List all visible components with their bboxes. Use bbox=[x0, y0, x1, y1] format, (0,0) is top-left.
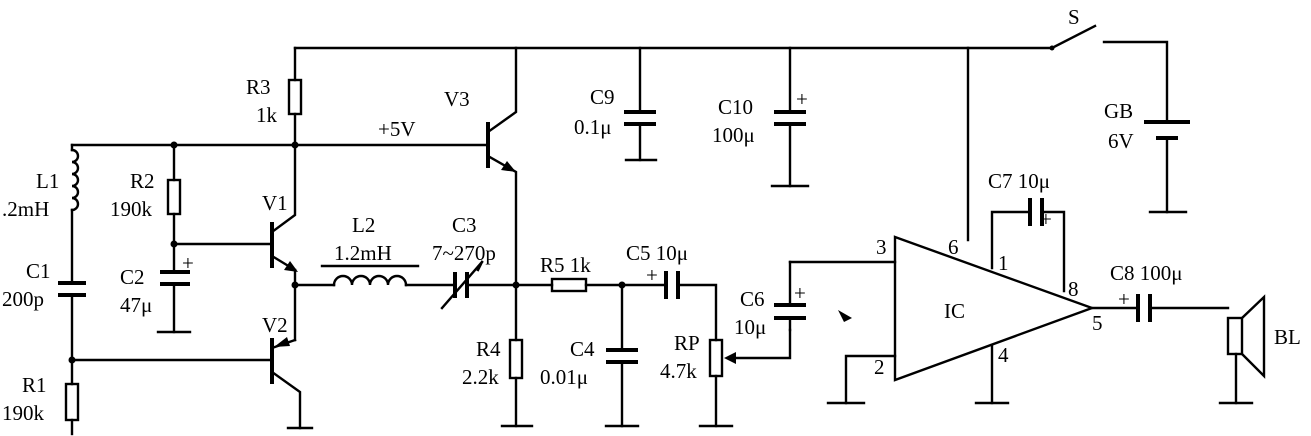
label-c7: C7 10μ bbox=[988, 169, 1050, 193]
label-c4-value: 0.01μ bbox=[540, 365, 588, 389]
label-rp-value: 4.7k bbox=[660, 359, 697, 383]
component-labels: S GB 6V R3 1k V3 +5V C9 0.1μ C10 100μ + … bbox=[2, 5, 1301, 425]
label-c8: C8 100μ bbox=[1110, 261, 1183, 285]
label-c6-plus: + bbox=[794, 281, 806, 305]
label-r1-value: 190k bbox=[2, 401, 45, 425]
battery-gb bbox=[1144, 120, 1190, 214]
label-c2: C2 bbox=[120, 265, 145, 289]
capacitor-c6 bbox=[774, 260, 897, 332]
capacitor-c4 bbox=[604, 283, 640, 428]
label-l1: L1 bbox=[36, 169, 59, 193]
label-c2-value: 47μ bbox=[120, 293, 152, 317]
label-l1-value: .2mH bbox=[2, 197, 49, 221]
label-c6-value: 10μ bbox=[734, 315, 766, 339]
label-c3-value: 7~270p bbox=[432, 241, 496, 265]
transistor-v3 bbox=[486, 46, 518, 287]
label-c8-plus: + bbox=[1118, 287, 1130, 311]
plus5v-rail bbox=[70, 141, 490, 149]
label-r4: R4 bbox=[476, 337, 501, 361]
supply-rail bbox=[293, 46, 1054, 242]
amplifier-ic bbox=[826, 210, 1096, 405]
label-v3: V3 bbox=[444, 87, 470, 111]
capacitor-c10 bbox=[770, 110, 810, 188]
label-v1: V1 bbox=[262, 191, 288, 215]
label-c1-value: 200p bbox=[2, 287, 44, 311]
label-c7-plus: + bbox=[1040, 207, 1052, 231]
transistor-v1 bbox=[172, 143, 299, 342]
transistor-v2 bbox=[70, 337, 314, 430]
label-r2: R2 bbox=[130, 169, 155, 193]
capacitor-c5 bbox=[664, 271, 718, 342]
label-s: S bbox=[1068, 5, 1080, 29]
capacitor-c7 bbox=[1028, 198, 1044, 226]
label-c10-value: 100μ bbox=[712, 123, 755, 147]
label-c10-plus: + bbox=[796, 87, 808, 111]
capacitor-c1 bbox=[58, 281, 86, 386]
pin-label-3: 3 bbox=[876, 235, 887, 259]
label-gb: GB bbox=[1104, 99, 1133, 123]
pin-label-6: 6 bbox=[948, 235, 959, 259]
speaker-bl bbox=[1218, 294, 1266, 405]
label-r3-value: 1k bbox=[256, 103, 278, 127]
pin-label-4: 4 bbox=[998, 343, 1009, 367]
capacitor-c3 bbox=[440, 260, 554, 310]
label-c6: C6 bbox=[740, 287, 765, 311]
label-c9-value: 0.1μ bbox=[574, 115, 612, 139]
label-c4: C4 bbox=[570, 337, 595, 361]
label-r2-value: 190k bbox=[110, 197, 153, 221]
label-r5: R5 1k bbox=[540, 253, 591, 277]
inductor-l2 bbox=[293, 264, 457, 287]
label-c3: C3 bbox=[452, 213, 477, 237]
label-c5: C5 10μ bbox=[626, 241, 688, 265]
stray-mark bbox=[838, 310, 852, 322]
label-bl: BL bbox=[1274, 325, 1301, 349]
label-c10: C10 bbox=[718, 95, 753, 119]
potentiometer-rp bbox=[698, 328, 792, 428]
pin-label-2: 2 bbox=[874, 355, 885, 379]
label-ic: IC bbox=[944, 299, 965, 323]
resistor-r5 bbox=[550, 277, 668, 293]
label-c5-plus: + bbox=[646, 263, 658, 287]
label-r3: R3 bbox=[246, 75, 271, 99]
capacitor-c2 bbox=[156, 270, 192, 334]
resistor-r2 bbox=[166, 143, 182, 274]
label-c1: C1 bbox=[26, 259, 51, 283]
switch-s bbox=[1049, 24, 1169, 124]
pin-label-8: 8 bbox=[1068, 277, 1079, 301]
pin-label-1: 1 bbox=[998, 251, 1009, 275]
resistor-r3 bbox=[287, 78, 303, 147]
resistor-r1 bbox=[64, 382, 80, 436]
resistor-r4 bbox=[500, 283, 534, 428]
label-c2-plus: + bbox=[182, 251, 194, 275]
label-v2: V2 bbox=[262, 313, 288, 337]
label-l2: L2 bbox=[352, 213, 375, 237]
label-r1: R1 bbox=[22, 373, 47, 397]
inductor-l1 bbox=[70, 143, 80, 285]
label-gb-value: 6V bbox=[1108, 129, 1134, 153]
capacitor-c8 bbox=[1090, 294, 1230, 322]
capacitor-c9 bbox=[624, 110, 658, 162]
label-plus5v: +5V bbox=[378, 117, 416, 141]
label-l2-value: 1.2mH bbox=[334, 241, 392, 265]
label-c9: C9 bbox=[590, 85, 615, 109]
pin-label-5: 5 bbox=[1092, 311, 1103, 335]
label-rp: RP bbox=[674, 331, 700, 355]
label-r4-value: 2.2k bbox=[462, 365, 499, 389]
